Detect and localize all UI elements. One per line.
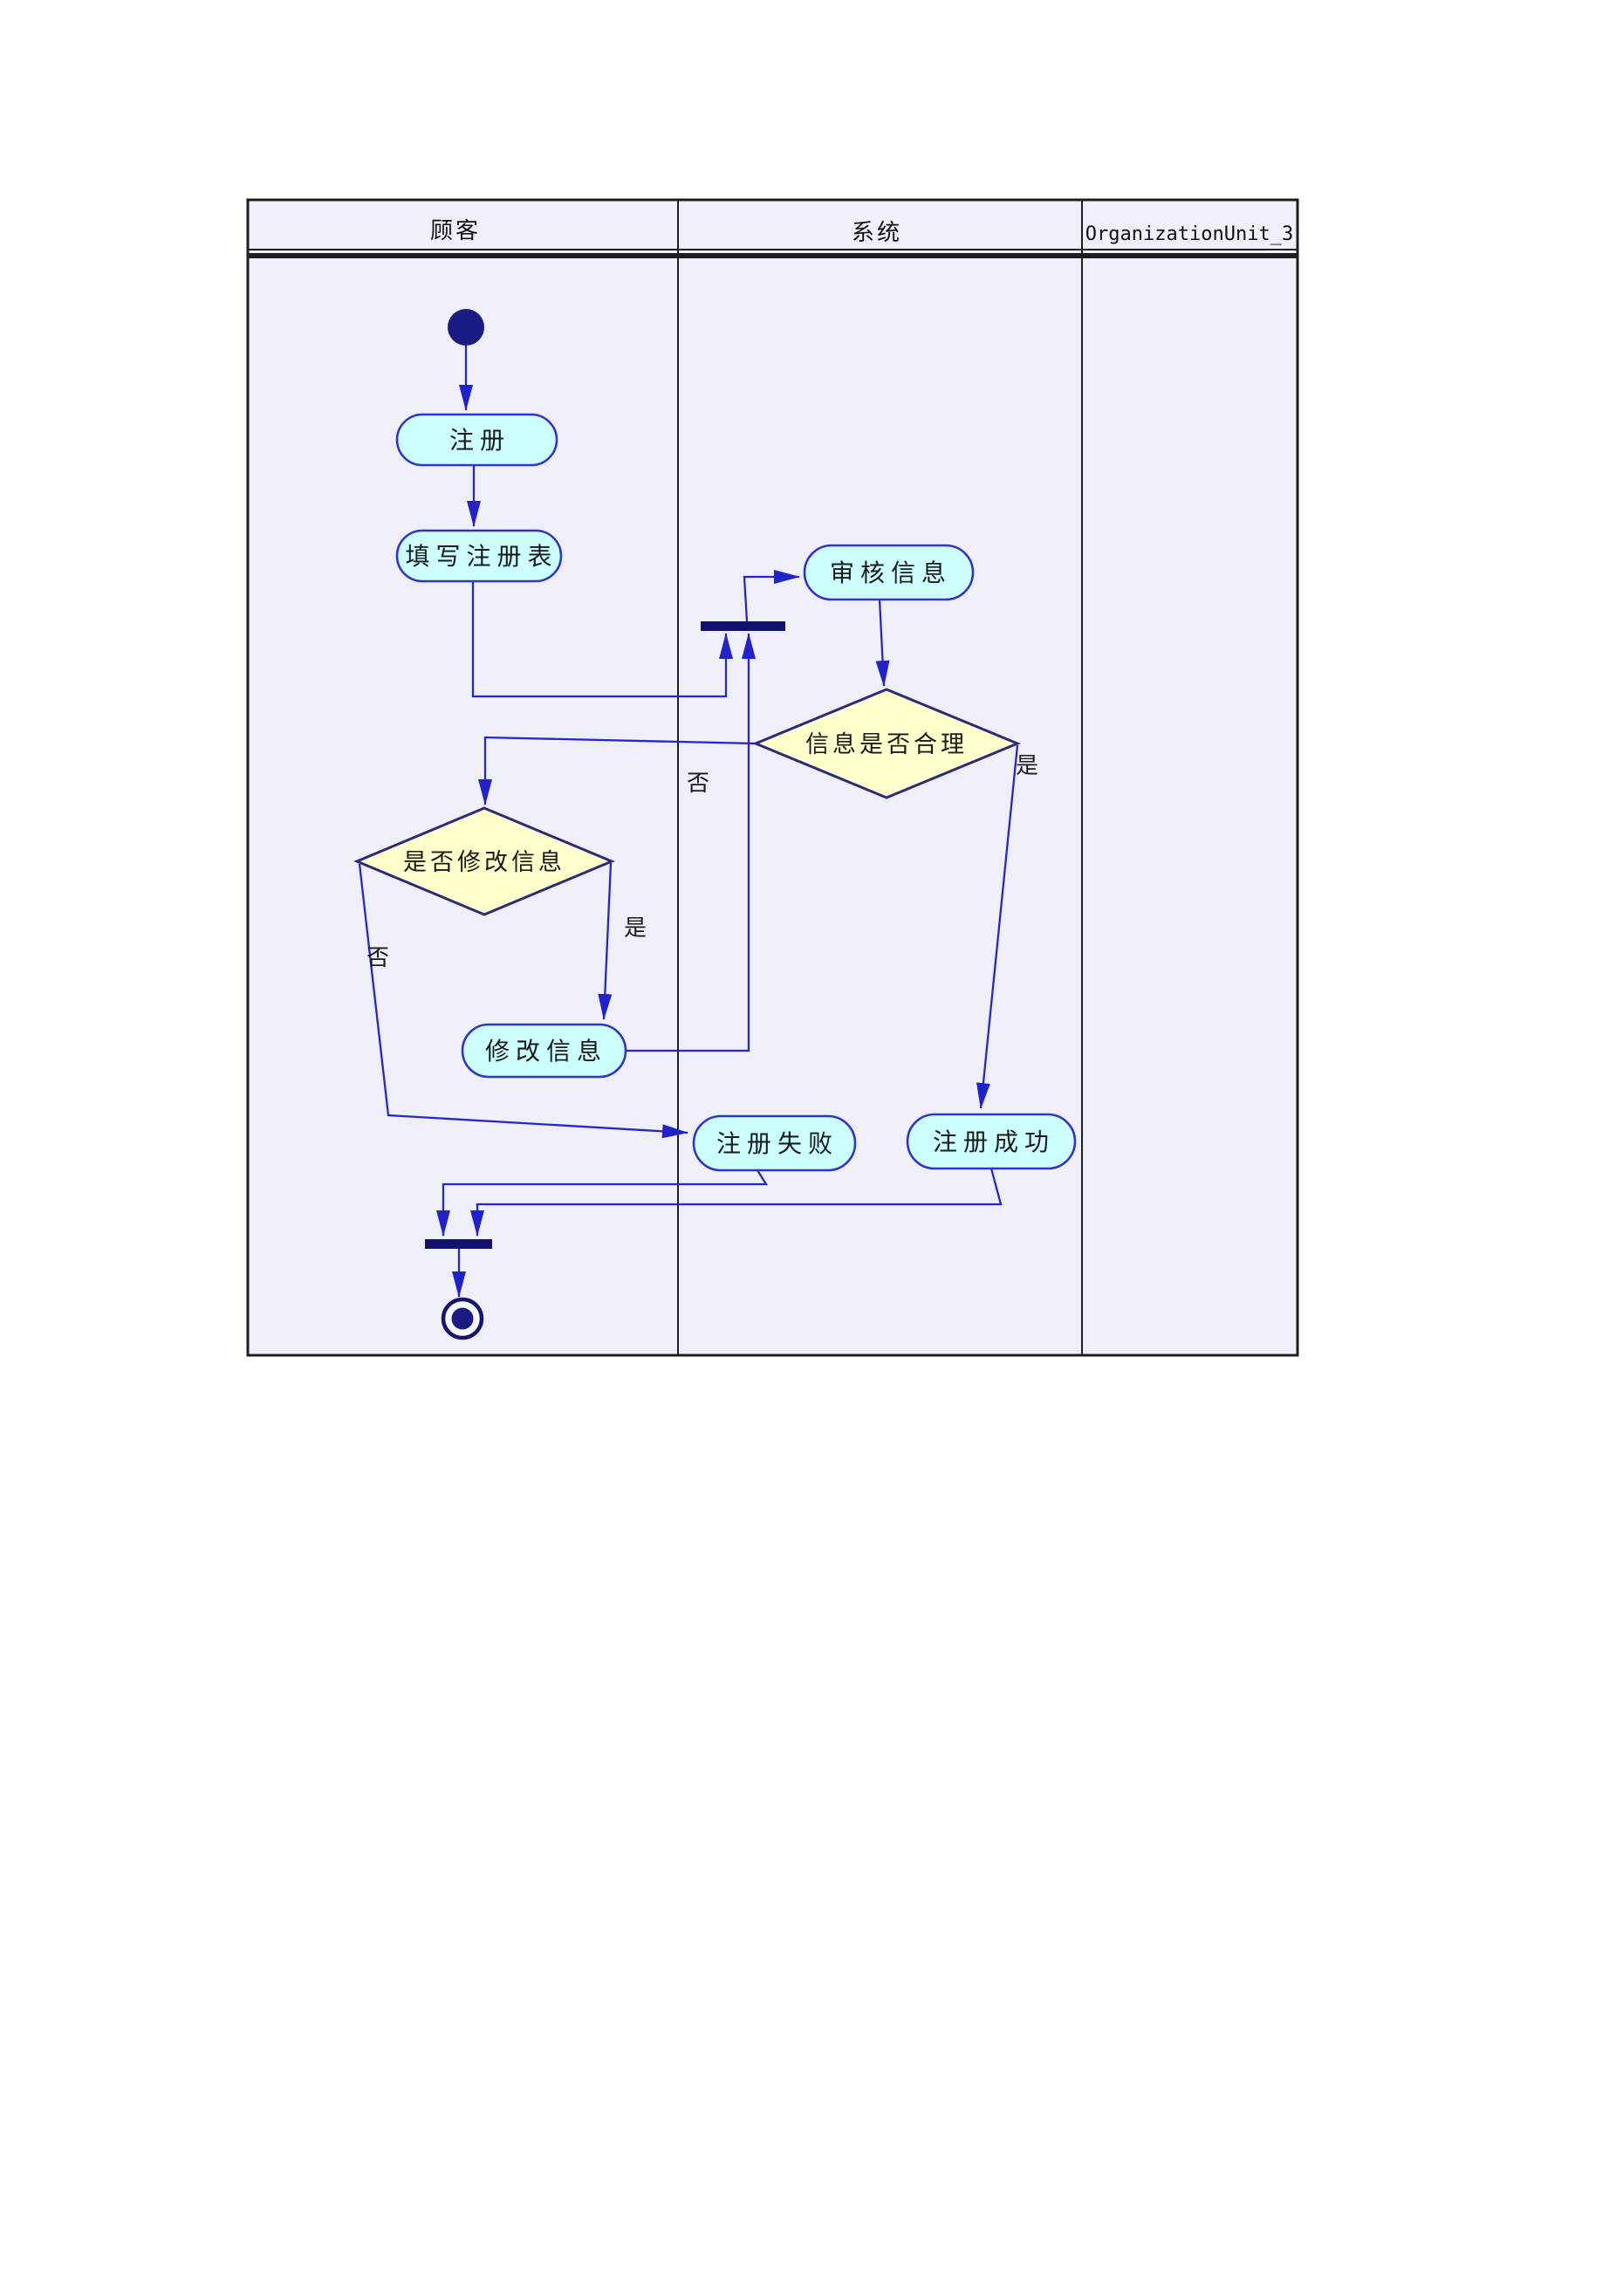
edge-fail-to-join2 <box>436 1169 769 1237</box>
edge-review-to-decision1 <box>875 599 890 687</box>
edge-fillform-to-join <box>471 581 733 698</box>
activity-register-shape <box>395 413 558 467</box>
activity-fill-form-shape <box>395 529 563 583</box>
header-separator-thick <box>248 253 1298 258</box>
activity-modify-info: 修改信息 <box>461 1023 627 1079</box>
lane-title-customer: 顾客 <box>430 218 481 243</box>
activity-register-fail-shape <box>692 1114 857 1172</box>
edge-label-no-decision1: 否 <box>687 771 709 796</box>
decision-info-reasonable-label: 信息是否合理 <box>805 731 968 757</box>
lane-title-system: 系统 <box>852 220 902 245</box>
final-node <box>441 1297 484 1340</box>
lane-title-organization-unit: OrganizationUnit_3 <box>1085 223 1293 245</box>
swimlane-header: 顾客 系统 OrganizationUnit_3 <box>430 218 1293 245</box>
edge-decision2-no-to-fail <box>358 863 688 1139</box>
activity-register-label: 注册 <box>449 427 510 455</box>
decision-modify-or-not: 是否修改信息 <box>353 806 615 916</box>
activity-review-info-shape <box>803 544 975 601</box>
activity-review-info-label: 审核信息 <box>830 559 952 587</box>
edge-decision1-yes-to-success <box>976 744 1019 1109</box>
edge-modify-to-join <box>626 633 756 1052</box>
activity-register-success: 注册成功 <box>906 1113 1077 1170</box>
edge-label-yes-decision2: 是 <box>624 915 647 941</box>
decision-modify-or-not-shape <box>353 806 615 916</box>
edge-join-to-review <box>743 570 800 622</box>
decision-modify-or-not-label: 是否修改信息 <box>403 849 565 875</box>
nodes: 注册 填写注册表 审核信息 信息是否合理 是否修改信息 修改信息 注册失败 <box>353 309 1077 1340</box>
activity-fill-form-label: 填写注册表 <box>405 543 558 571</box>
activity-register-fail: 注册失败 <box>692 1114 857 1172</box>
activity-register-success-shape <box>906 1113 1077 1170</box>
join-bar-top <box>701 621 785 631</box>
edge-success-to-join2 <box>470 1168 1003 1237</box>
swimlane-table: 顾客 系统 OrganizationUnit_3 <box>246 198 1299 1357</box>
final-node-dot <box>451 1307 474 1330</box>
activity-register: 注册 <box>395 413 558 467</box>
activity-modify-info-label: 修改信息 <box>485 1038 607 1066</box>
edge-decision2-yes-to-modify <box>598 862 613 1020</box>
edges: 否 是 是 否 <box>358 346 1038 1298</box>
decision-info-reasonable-shape <box>752 688 1021 799</box>
join-bar-bottom <box>425 1239 492 1249</box>
decision-info-reasonable: 信息是否合理 <box>752 688 1021 799</box>
activity-fill-form: 填写注册表 <box>395 529 563 583</box>
diagram-frame <box>246 198 1299 1357</box>
activity-modify-info-shape <box>461 1023 627 1079</box>
edge-decision1-no-to-decision2 <box>478 736 757 805</box>
initial-node <box>448 309 484 346</box>
activity-register-success-label: 注册成功 <box>933 1128 1055 1156</box>
activity-review-info: 审核信息 <box>803 544 975 601</box>
diagram-background <box>248 200 1298 1355</box>
edge-label-no-decision2: 否 <box>366 945 389 970</box>
activity-register-fail-label: 注册失败 <box>716 1130 839 1158</box>
edge-label-yes-decision1: 是 <box>1016 753 1038 778</box>
